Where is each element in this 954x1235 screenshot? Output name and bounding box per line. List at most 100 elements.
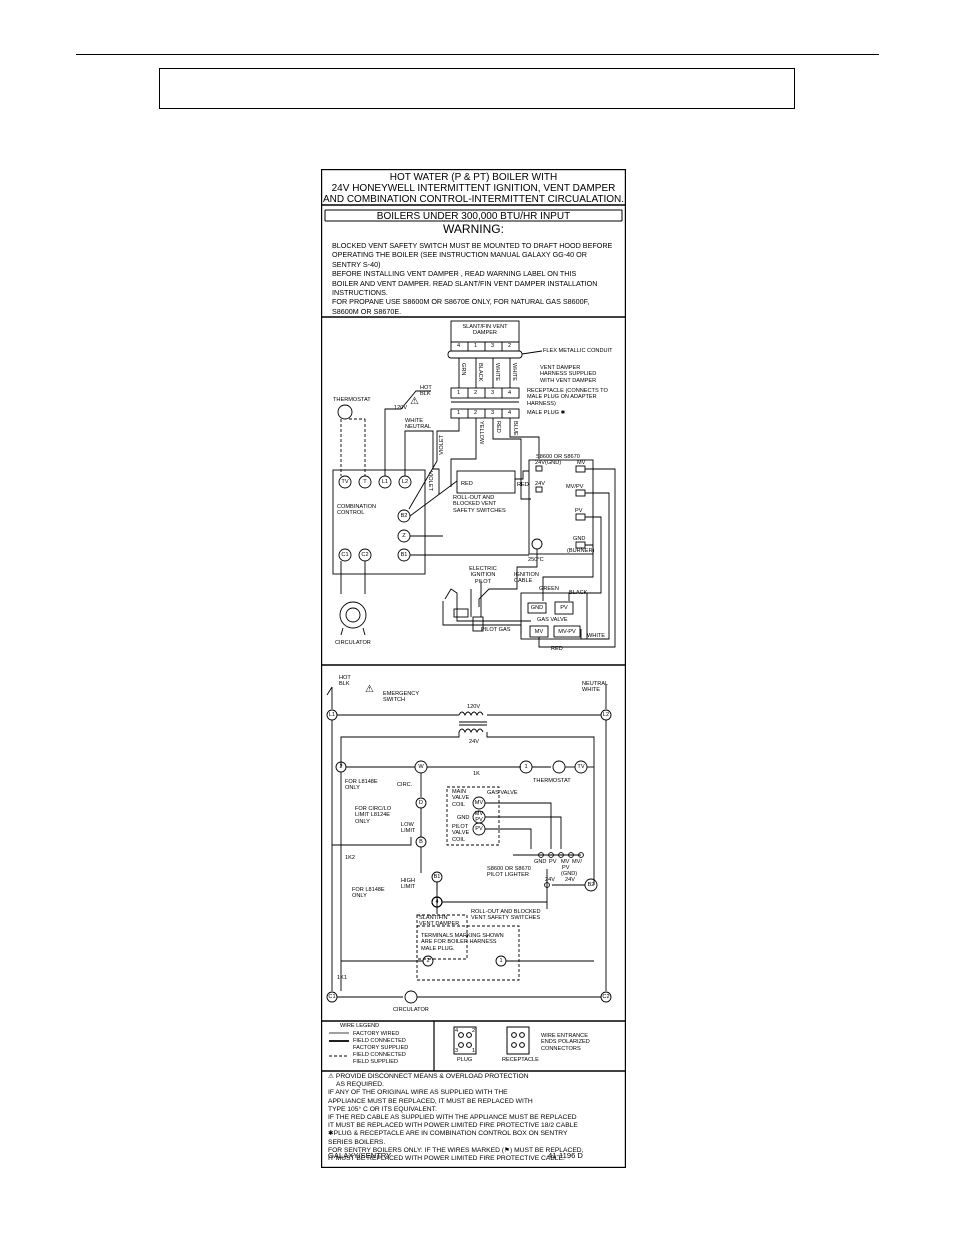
terminals-marking-line: TERMINALS MARKING SHOWN xyxy=(421,933,504,939)
side-terminal: B1 xyxy=(400,552,408,558)
electric-ignition-line: ELECTRIC xyxy=(469,566,497,572)
warning-line: S8600M OR S8670E. xyxy=(332,306,402,316)
harness-label-line: VENT DAMPER xyxy=(540,365,581,371)
l2-terminal: L2 xyxy=(602,712,610,718)
legend-item: FIELD CONNECTED xyxy=(353,1038,406,1044)
wire-entrance-label: WIRE ENTRANCE ENDS POLARIZED CONNECTORS xyxy=(541,1033,590,1052)
warning-line: BOILER AND VENT DAMPER. READ SLANT/FIN V… xyxy=(332,278,598,288)
mv-terminal: MV xyxy=(474,800,484,806)
subtitle: BOILERS UNDER 300,000 BTU/HR INPUT xyxy=(376,211,571,222)
harness-wire-label: BLACK xyxy=(477,363,483,382)
note-line: APPLIANCE MUST BE REPLACED, IT MUST BE R… xyxy=(328,1097,533,1105)
module-terminal: MV xyxy=(577,460,586,466)
green-label: GREEN xyxy=(539,586,559,592)
module-term: PV xyxy=(549,859,557,865)
wiring-diagram-panel: HOT WATER (P & PT) BOILER WITH 24V HONEY… xyxy=(321,169,626,1168)
legend-title: WIRE LEGEND xyxy=(340,1023,380,1029)
control-terminal: T xyxy=(363,479,367,485)
receptacle-label: RECEPTACLE (CONNECTS TO MALE PLUG ON ADA… xyxy=(527,388,608,407)
control-terminal: L2 xyxy=(401,479,409,485)
title-line-1: HOT WATER (P & PT) BOILER WITH xyxy=(389,172,558,183)
module-term: PV xyxy=(562,865,570,871)
module-term: MV/ xyxy=(572,859,582,865)
module-terminal: 24V(GND) xyxy=(535,460,562,466)
wire-entrance-line: CONNECTORS xyxy=(541,1045,581,1052)
terminal-4: 4 xyxy=(435,899,439,905)
red-label-2: RED xyxy=(517,482,529,488)
male-plug-pin: 2 xyxy=(474,410,478,416)
title-line-2: 24V HONEYWELL INTERMITTENT IGNITION, VEN… xyxy=(331,183,616,194)
violet-label: VIOLET xyxy=(427,471,433,491)
module-terminal: PV xyxy=(575,508,583,514)
ignition-module-label: S8600 OR S8670 xyxy=(536,454,580,460)
legend-item: FIELD SUPPLIED xyxy=(353,1059,399,1065)
warning-line: BLOCKED VENT SAFETY SWITCH MUST BE MOUNT… xyxy=(332,241,613,250)
combination-control-line: COMBINATION xyxy=(337,504,377,510)
v24-label: 24V xyxy=(469,739,479,745)
damper-pin: 3 xyxy=(491,343,495,349)
c2-terminal: C2 xyxy=(602,994,610,1000)
plug-pin: 3 xyxy=(455,1048,459,1054)
valve-terminal: GND xyxy=(530,605,544,611)
warning-text: BLOCKED VENT SAFETY SWITCH MUST BE MOUNT… xyxy=(332,241,622,316)
module-terminal: 24V xyxy=(535,481,545,487)
pilot-valve-coil-line: VALVE xyxy=(452,830,470,837)
rollout-ladder-line: ROLL-OUT AND BLOCKED xyxy=(471,909,541,915)
diagram-lines xyxy=(321,169,626,1168)
module-term: MV xyxy=(561,859,570,865)
rollout-label-line: SAFETY SWITCHES xyxy=(453,507,506,514)
receptacle-pin: 3 xyxy=(491,390,495,396)
c1-terminal: C1 xyxy=(328,994,336,1000)
control-terminal: L1 xyxy=(381,479,389,485)
black-label: BLACK xyxy=(569,590,588,596)
b1-terminal: B1 xyxy=(433,874,441,880)
rollout-ladder-label: ROLL-OUT AND BLOCKED VENT SAFETY SWITCHE… xyxy=(471,909,541,922)
header-box xyxy=(159,68,795,109)
mvpv-line: PV xyxy=(475,817,483,824)
hot-label-line: BLK xyxy=(420,391,431,398)
plug-wire-label: RED xyxy=(495,421,501,433)
notes: ⚠ PROVIDE DISCONNECT MEANS & OVERLOAD PR… xyxy=(328,1073,624,1163)
vent-damper-label: SLANT/FIN VENT DAMPER xyxy=(451,324,519,337)
low-limit-label: LOW LIMIT xyxy=(401,822,415,835)
circlo-line: FOR CIRC/LO xyxy=(355,806,392,812)
terminal-1: 1 xyxy=(524,764,528,770)
harness-label-line: WITH VENT DAMPER xyxy=(540,377,597,384)
plug-wire-label: VIOLET xyxy=(439,435,445,455)
warning-line: INSTRUCTIONS. xyxy=(332,288,388,298)
receptacle-label-line: HARNESS) xyxy=(527,400,556,407)
neutral-line: WHITE xyxy=(582,687,601,694)
ladder-hot-line: BLK xyxy=(339,681,350,688)
emergency-switch-line: EMERGENCY xyxy=(383,691,420,697)
legend-item: FIELD CONNECTED xyxy=(353,1052,406,1058)
side-terminal: Z xyxy=(402,533,406,539)
slant-fin-damper-line: SLANT/FIN xyxy=(419,915,448,921)
receptacle-pin: 4 xyxy=(508,390,512,396)
white-neutral-line: NEUTRAL xyxy=(405,424,432,431)
warning-line: FOR PROPANE USE S8600M OR S8670E ONLY, F… xyxy=(332,297,590,307)
ignition-cable-label: IGNITION CABLE xyxy=(514,572,539,585)
note-text: PROVIDE DISCONNECT MEANS & OVERLOAD PROT… xyxy=(335,1073,529,1080)
ignition-cable-line: CABLE xyxy=(514,578,533,585)
legend-item: FACTORY WIRED xyxy=(353,1031,400,1037)
v24b-label: 24V xyxy=(545,877,555,883)
warning-title: WARNING: xyxy=(443,222,504,236)
circulator-ladder-label: CIRCULATOR xyxy=(393,1007,429,1013)
side-terminal: B2 xyxy=(400,513,408,519)
pilot-valve-coil-label: PILOT VALVE COIL xyxy=(452,824,469,843)
plug-wire-label: BLUE xyxy=(512,421,518,436)
damper-pin: 1 xyxy=(474,343,478,349)
wire-entrance-line: ENDS POLARIZED xyxy=(541,1039,590,1046)
ladder-hot-label: HOT BLK xyxy=(339,675,351,688)
harness-wire-label: WHITE xyxy=(494,363,500,382)
terminals-marking-label: TERMINALS MARKING SHOWN ARE FOR BOILER H… xyxy=(421,933,504,952)
hot-label: HOT BLK xyxy=(420,385,432,398)
top-rule xyxy=(76,54,879,55)
main-valve-coil-line: MAIN xyxy=(452,789,466,795)
low-limit-line: LIMIT xyxy=(401,828,416,835)
male-plug-pin: 4 xyxy=(508,410,512,416)
l8148e-line: ONLY xyxy=(345,785,360,792)
l8148e-line: FOR L8148E xyxy=(345,779,378,785)
high-limit-line: LIMIT xyxy=(401,884,416,891)
note-line: SERIES BOILERS. xyxy=(328,1138,386,1146)
